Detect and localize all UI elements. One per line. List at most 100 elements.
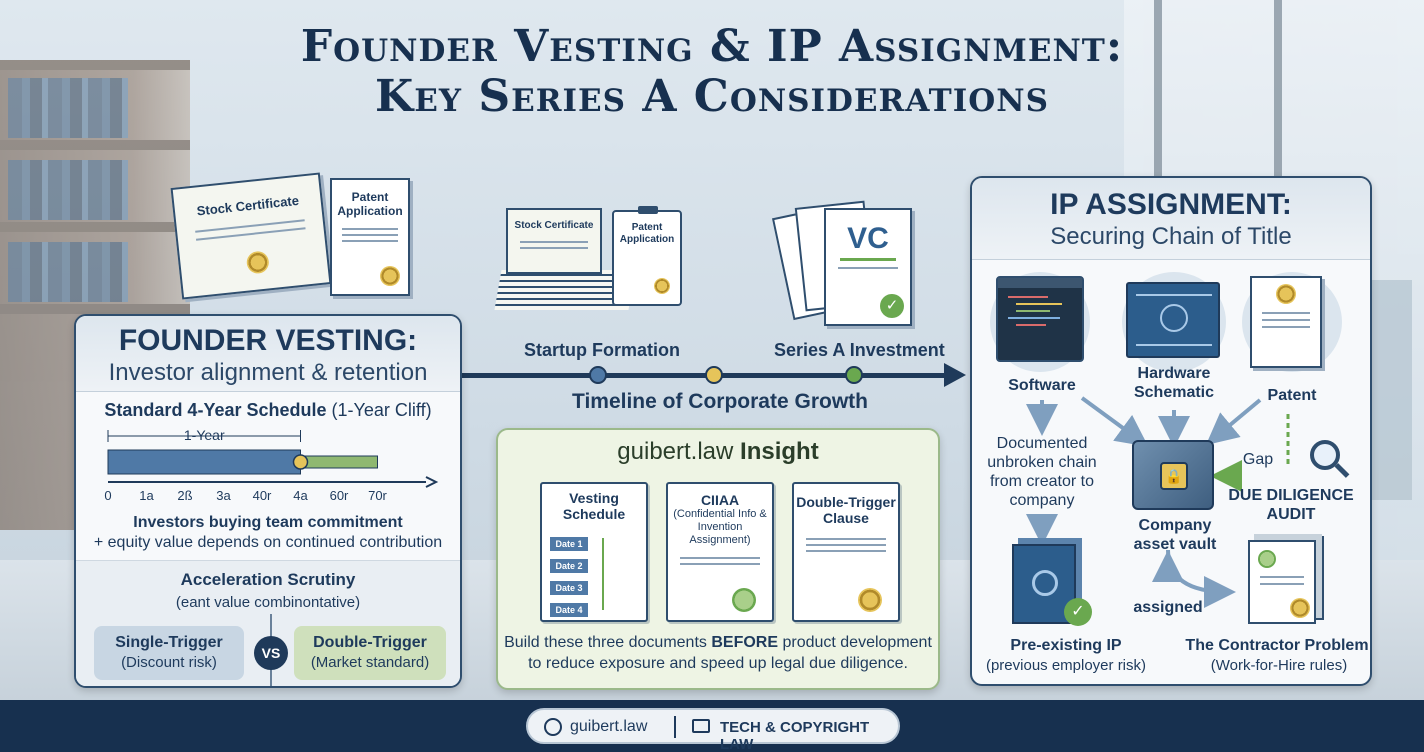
patent-application-illustration: Patent Application	[330, 178, 410, 296]
vesting-schedule-doc: Vesting Schedule Date 1 Date 2 Date 3 Da…	[540, 482, 648, 622]
vesting-note-bold-text: Investors buying team commitment	[133, 514, 403, 531]
preexisting-check-icon: ✓	[1064, 598, 1092, 626]
vesting-schedule-doc-title: Vesting Schedule	[562, 490, 626, 522]
arrow-software-vault	[1080, 396, 1149, 447]
schematic-icon	[1126, 282, 1220, 358]
clipboard-clip	[638, 206, 658, 214]
schedule-title-bold: Standard 4-Year Schedule	[104, 400, 327, 420]
insight-footer: Build these three documents BEFORE produ…	[498, 632, 938, 674]
footer-site[interactable]: guibert.law	[570, 718, 648, 735]
vesting-heading: FOUNDER VESTING:	[118, 324, 418, 357]
vc-check-icon: ✓	[880, 294, 904, 318]
timeline-dot-formation	[589, 366, 607, 384]
vesting-bar-2	[300, 455, 378, 469]
ciiaa-doc-title: CIIAA	[700, 492, 740, 508]
preexisting-doc-icon	[1012, 544, 1076, 624]
insight-title-suffix: Insight	[740, 438, 819, 465]
tick-label: 2ß	[177, 488, 192, 503]
timeline-stage-startup-formation: Startup Formation	[524, 340, 680, 360]
vault-icon: 🔒	[1132, 440, 1214, 510]
single-trigger-sub: (Discount risk)	[121, 654, 217, 671]
tick-label: 70r	[368, 488, 387, 503]
patent-doc-icon	[1250, 276, 1322, 368]
double-trigger-seal-icon	[858, 588, 882, 612]
preexisting-title: Pre-existing IP	[1010, 637, 1122, 654]
double-trigger-doc: Double-Trigger Clause	[792, 482, 900, 622]
center-patent-seal-icon	[654, 278, 670, 294]
double-trigger-title: Double-Trigger	[313, 634, 427, 651]
tick-label: 0	[104, 488, 111, 503]
insight-footer-line-2: to reduce exposure and speed up legal du…	[528, 655, 908, 672]
double-trigger-sub: (Market standard)	[310, 654, 430, 671]
vesting-bar-1	[107, 449, 301, 475]
tick-label: 60r	[330, 488, 349, 503]
patent-application-title: Patent Application	[337, 190, 403, 218]
ip-assignment-panel: IP ASSIGNMENT: Securing Chain of Title S	[970, 176, 1372, 686]
timeline-arrowhead	[944, 363, 966, 387]
vc-label: VC	[847, 222, 889, 255]
vs-badge: VS	[254, 636, 288, 670]
ip-flow-arrows	[1026, 396, 1290, 608]
date-tag: Date 3	[550, 581, 588, 595]
ciiaa-seal-icon	[732, 588, 756, 612]
x-axis-arrow	[425, 476, 439, 488]
vesting-panel-header: FOUNDER VESTING: Investor alignment & re…	[76, 316, 460, 392]
footer-practice: TECH & COPYRIGHT LAW	[720, 719, 870, 752]
date-tag: Date 1	[550, 537, 588, 551]
vc-documents-illustration: VC ✓	[771, 196, 928, 332]
due-diligence-label: DUE DILIGENCE AUDIT	[1228, 487, 1354, 523]
timeline-stage-series-a: Series A Investment	[774, 340, 945, 360]
acceleration-title: Acceleration Scrutiny	[180, 570, 356, 589]
vesting-note-bold: Investors buying team commitment	[76, 514, 460, 532]
stock-certificate-illustration: Stock Certificate	[170, 172, 332, 300]
assigned-label: assigned	[1133, 599, 1203, 616]
founder-vesting-panel: FOUNDER VESTING: Investor alignment & re…	[74, 314, 462, 688]
center-patent-clipboard: Patent Application	[612, 206, 682, 306]
date-row: Date 4	[550, 600, 588, 617]
single-trigger-title: Single-Trigger	[115, 634, 223, 651]
center-stock-certificate-title: Stock Certificate	[514, 220, 594, 231]
ip-panel-header: IP ASSIGNMENT: Securing Chain of Title	[972, 178, 1370, 260]
insight-footer-line-1: Build these three documents BEFORE produ…	[498, 632, 938, 653]
seal-icon	[245, 250, 270, 275]
ciiaa-doc-subtitle: (Confidential Info & Invention Assignmen…	[673, 508, 767, 546]
preexisting-sub: (previous employer risk)	[985, 657, 1147, 674]
software-label: Software	[1008, 377, 1076, 394]
vault-label: Company asset vault	[1133, 517, 1217, 553]
title-line-1: Founder Vesting & IP Assignment:	[300, 21, 1124, 72]
contractor-sub: (Work-for-Hire rules)	[1210, 657, 1348, 674]
insight-brand: guibert.law	[617, 438, 734, 465]
ciiaa-doc: CIIAA (Confidential Info & Invention Ass…	[666, 482, 774, 622]
title-line-2: Key Series A Considerations	[375, 71, 1049, 122]
double-trigger-card: Double-Trigger (Market standard)	[294, 626, 446, 680]
vesting-note-rest: + equity value depends on continued cont…	[93, 534, 443, 551]
patent-label: Patent	[1267, 387, 1317, 404]
monitor-icon	[692, 719, 710, 733]
checklist-line	[602, 538, 604, 610]
cliff-marker-dot	[292, 454, 309, 470]
patent-seal-icon	[380, 266, 400, 286]
hardware-label: Hardware Schematic	[1133, 365, 1215, 401]
ip-subheading: Securing Chain of Title	[1050, 223, 1292, 250]
chain-of-title-text: Documented unbroken chain from creator t…	[987, 435, 1097, 509]
acceleration-subtitle: (eant value combinontative)	[175, 594, 361, 611]
insight-footer-bold: BEFORE	[711, 634, 779, 651]
timeline-dot-middle	[705, 366, 723, 384]
tick-label: 1a	[139, 488, 154, 503]
insight-footer-pre: Build these three documents	[504, 634, 707, 651]
center-stock-certificate: Stock Certificate	[506, 208, 602, 274]
tick-label: 4a	[293, 488, 308, 503]
tick-label: 3a	[216, 488, 231, 503]
date-row: Date 3	[550, 578, 588, 595]
lock-icon: 🔒	[1160, 462, 1188, 490]
arrow-assigned	[1166, 549, 1236, 608]
timeline-label: Timeline of Corporate Growth	[572, 390, 868, 413]
schedule-title: Standard 4-Year Schedule (1-Year Cliff)	[76, 400, 460, 421]
gap-label: Gap	[1242, 451, 1274, 468]
center-patent-title: Patent Application	[619, 222, 675, 245]
date-row: Date 2	[550, 556, 588, 573]
arrow-patent-vault	[1205, 398, 1262, 446]
vesting-subheading: Investor alignment & retention	[108, 359, 428, 386]
date-tag: Date 2	[550, 559, 588, 573]
